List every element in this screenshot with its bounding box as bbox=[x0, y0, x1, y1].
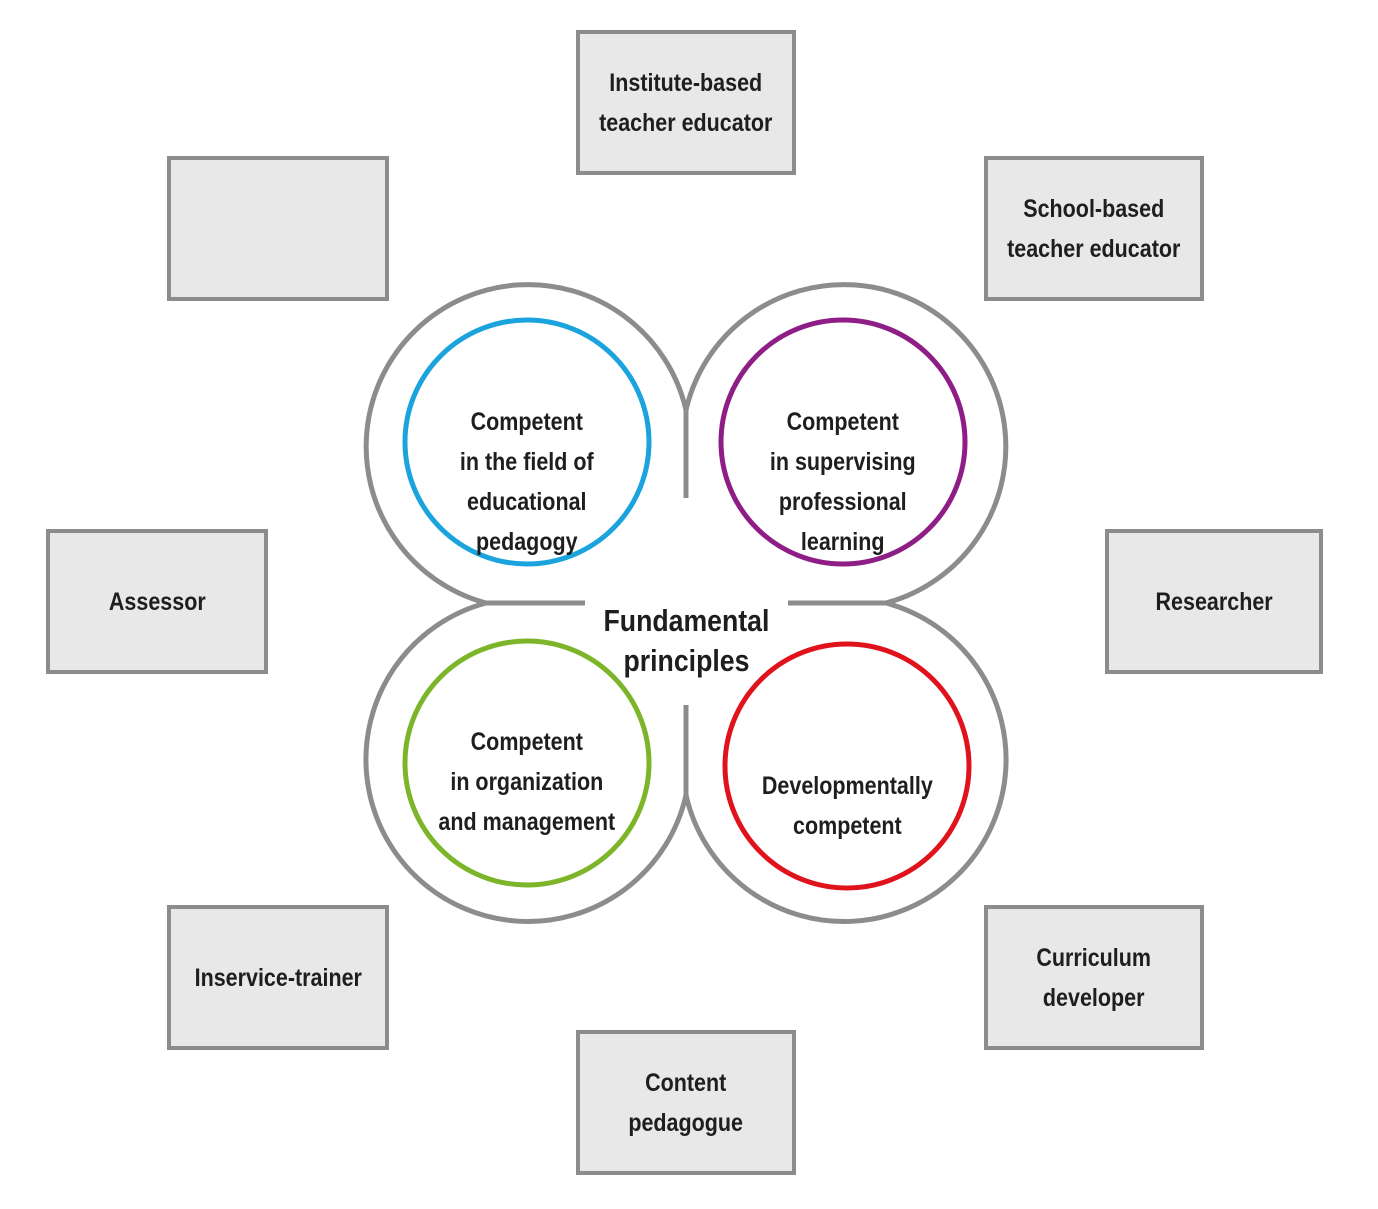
role-label: Researcher bbox=[1155, 587, 1273, 616]
center-label-text: Fundamental principles bbox=[603, 603, 769, 678]
circle-supervising-learning bbox=[718, 317, 968, 567]
outline-bottom-left bbox=[363, 600, 689, 924]
competency-organization-management: Competent in organization and management bbox=[397, 682, 657, 842]
competency-label: Competent in organization and management bbox=[438, 728, 616, 836]
competency-label: Developmentally competent bbox=[761, 772, 933, 840]
competency-supervising-learning: Competent in supervising professional le… bbox=[713, 362, 973, 562]
competency-developmental: Developmentally competent bbox=[717, 726, 977, 846]
role-label: Assessor bbox=[108, 587, 206, 616]
role-label: School-based teacher educator bbox=[1007, 194, 1181, 263]
role-right-box: Researcher bbox=[1105, 529, 1323, 674]
competency-educational-pedagogy: Competent in the field of educational pe… bbox=[397, 362, 657, 562]
role-label: Curriculum developer bbox=[1036, 943, 1152, 1012]
role-left-box: Assessor bbox=[46, 529, 268, 674]
role-label: Inservice-trainer bbox=[194, 963, 362, 992]
role-bottom-right-box: Curriculum developer bbox=[984, 905, 1204, 1050]
circle-educational-pedagogy bbox=[402, 317, 652, 567]
clover-outline bbox=[363, 282, 1009, 924]
outline-top-right bbox=[683, 282, 1009, 606]
role-top-right-box: School-based teacher educator bbox=[984, 156, 1204, 301]
center-label: Fundamental principles bbox=[576, 561, 796, 681]
circle-developmental bbox=[722, 641, 972, 891]
role-label: Content pedagogue bbox=[628, 1068, 744, 1137]
role-bottom-left-box: Inservice-trainer bbox=[167, 905, 389, 1050]
role-label: Institute-based teacher educator bbox=[599, 68, 773, 137]
competency-label: Competent in supervising professional le… bbox=[770, 408, 916, 556]
circle-organization-management bbox=[402, 638, 652, 888]
competency-label: Competent in the field of educational pe… bbox=[460, 408, 594, 556]
role-bottom-box: Content pedagogue bbox=[576, 1030, 796, 1175]
outline-top-left bbox=[363, 282, 689, 606]
role-top-box: Institute-based teacher educator bbox=[576, 30, 796, 175]
outline-bottom-right bbox=[683, 600, 1009, 924]
role-top-left-box bbox=[167, 156, 389, 301]
